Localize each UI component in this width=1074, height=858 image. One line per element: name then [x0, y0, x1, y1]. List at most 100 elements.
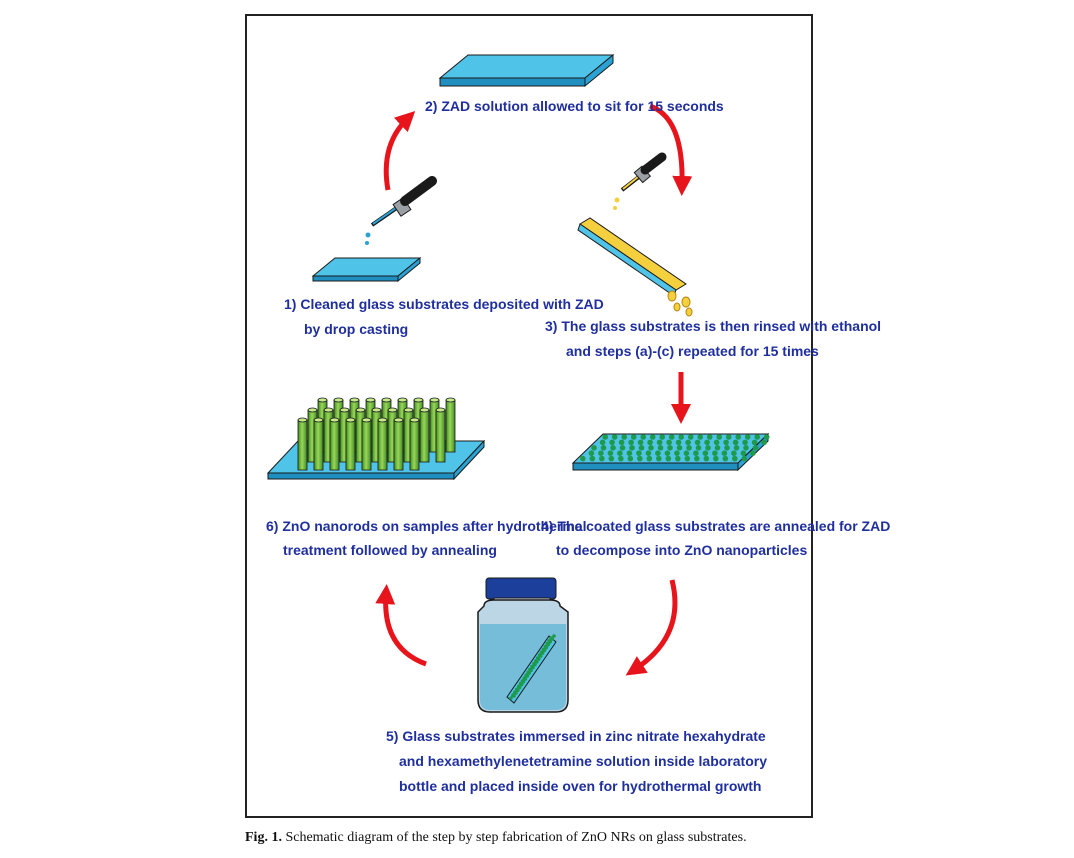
nanorod-cap	[371, 407, 382, 413]
bottle-nanoparticle	[509, 696, 513, 700]
glass-slide-nanoparticles	[571, 432, 770, 472]
bottle-nanoparticle	[518, 681, 523, 686]
arrow-step1-to-step2	[383, 111, 416, 191]
nanoparticle	[638, 445, 645, 451]
bottle-slide-particles	[509, 634, 556, 700]
nanoparticle	[618, 455, 624, 462]
nanorod-cap	[317, 397, 328, 403]
step3-label-line1: 3) The glass substrates is then rinsed w…	[545, 318, 881, 334]
nanoparticle	[705, 445, 711, 451]
nanoparticle	[645, 450, 652, 457]
nanoparticle	[683, 450, 690, 457]
nanoparticle	[674, 450, 680, 457]
nanoparticle	[733, 445, 740, 451]
bottle-nanoparticle	[526, 670, 530, 675]
nanoparticle	[649, 434, 656, 440]
nanorod-cap	[365, 397, 376, 403]
bottle-nanoparticle	[545, 641, 549, 646]
glass-slide-step2	[438, 53, 615, 88]
nanoparticle	[744, 434, 751, 440]
nanoparticle	[621, 434, 627, 440]
nanorod	[435, 409, 446, 463]
nanorod	[445, 399, 456, 453]
step6-label-line1: 6) ZnO nanorods on samples after hydroth…	[266, 518, 587, 534]
nanoparticle	[659, 434, 665, 440]
step4-label-line2: to decompose into ZnO nanoparticles	[556, 542, 807, 558]
nanorod-cap	[397, 397, 408, 403]
nanoparticle	[626, 450, 633, 457]
nanorod	[345, 419, 356, 471]
nanoparticle	[750, 450, 756, 457]
nanoparticle	[600, 445, 607, 451]
nanoparticle	[598, 450, 604, 457]
nanoparticle	[668, 434, 675, 440]
step5-label-line2: and hexamethylenetetramine solution insi…	[399, 753, 767, 769]
nanorod	[377, 419, 388, 471]
nanoparticle	[602, 434, 608, 440]
nanorod-cap	[333, 397, 344, 403]
nanoparticle	[697, 434, 703, 440]
bottle-nanoparticle	[516, 684, 521, 689]
nanoparticle	[684, 455, 691, 462]
nanoparticle	[599, 439, 606, 446]
nanoparticle	[751, 439, 758, 446]
nanoparticle	[732, 455, 738, 462]
nanoparticle	[725, 434, 732, 440]
nanoparticle	[741, 455, 748, 462]
nanorod-cap	[355, 407, 366, 413]
nanorod-cap	[419, 407, 430, 413]
nanorod-cap	[349, 397, 360, 403]
nanoparticle	[763, 434, 770, 440]
nanorod-cap	[435, 407, 446, 413]
nanoparticle	[703, 455, 710, 462]
bottle-nanoparticle	[513, 690, 517, 695]
bottle-nanoparticle	[537, 653, 542, 657]
nanoparticle	[742, 439, 748, 446]
nanoparticle	[675, 455, 681, 462]
nanoparticle	[676, 445, 683, 451]
nanoparticle	[687, 434, 694, 440]
nanoparticle	[713, 439, 720, 446]
step1-label-line1: 1) Cleaned glass substrates deposited wi…	[284, 296, 604, 312]
nanoparticle	[694, 439, 701, 446]
nanoparticle	[714, 445, 721, 451]
nanorod	[329, 419, 340, 471]
nanoparticle	[686, 445, 692, 451]
figure-number: Fig. 1.	[245, 830, 282, 845]
nanoparticle	[712, 450, 718, 457]
step5-label-line1: 5) Glass substrates immersed in zinc nit…	[386, 728, 766, 744]
nanorod-cap	[361, 417, 372, 423]
nanoparticle	[761, 439, 767, 446]
glass-slide-nanorods	[266, 397, 486, 481]
nanorod	[297, 419, 308, 471]
nanoparticle	[695, 445, 702, 451]
bottle-nanoparticle	[541, 647, 546, 652]
tilted-slide-step3	[577, 217, 687, 297]
zno-nanorods	[297, 397, 456, 471]
nanorod	[313, 419, 324, 471]
nanoparticle	[608, 455, 615, 462]
nanoparticle	[731, 450, 737, 457]
nanorod-cap	[393, 417, 404, 423]
bottle-nanoparticle	[532, 661, 536, 666]
nanoparticle	[693, 450, 699, 457]
arrow-step5-to-step6	[375, 584, 427, 667]
nanorod-cap	[323, 407, 334, 413]
nanoparticle	[678, 434, 684, 440]
nanoparticle	[721, 450, 728, 457]
bottle-nanoparticle	[552, 634, 556, 638]
nanoparticle	[735, 434, 741, 440]
nanorod-cap	[413, 397, 424, 403]
nanorod	[409, 419, 420, 471]
nanoparticle	[599, 455, 605, 462]
nanoparticle	[611, 434, 618, 440]
nanorod-cap	[329, 417, 340, 423]
nanorod	[361, 419, 372, 471]
step4-label-line1: 4) The coated glass substrates are annea…	[541, 518, 890, 534]
glass-slide-step1	[311, 256, 422, 283]
nanoparticle	[665, 455, 672, 462]
bottle-nanoparticle	[543, 644, 548, 649]
bottle-nanoparticle	[520, 679, 525, 683]
nanorod-cap	[313, 417, 324, 423]
nanoparticle	[657, 445, 664, 451]
